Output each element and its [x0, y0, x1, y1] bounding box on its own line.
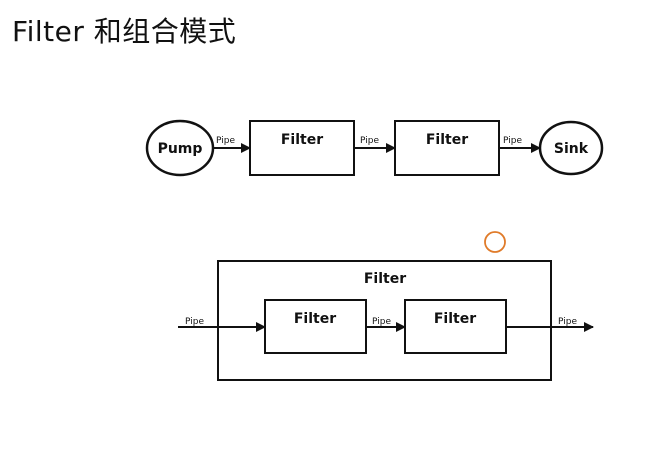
sink-label: Sink — [554, 141, 589, 157]
filter-label-1: Filter — [281, 132, 323, 148]
composite-pipe-label-mid: Pipe — [372, 317, 391, 327]
inner-filter-label-2: Filter — [434, 311, 476, 327]
diagram-composite: Filter Pipe Filter Pipe Filter Pipe — [178, 260, 594, 381]
outer-filter-label: Filter — [364, 271, 406, 287]
pipe-label-1: Pipe — [216, 136, 235, 146]
pipe-label-3: Pipe — [503, 136, 522, 146]
composite-pipe-label-in: Pipe — [185, 317, 204, 327]
cursor-indicator-icon — [484, 231, 506, 253]
filter-box-1 — [249, 120, 355, 176]
inner-filter-box-1 — [264, 299, 367, 354]
filter-box-2 — [394, 120, 500, 176]
sink-node — [538, 120, 604, 176]
composite-pipe-label-out: Pipe — [558, 317, 577, 327]
inner-filter-label-1: Filter — [294, 311, 336, 327]
page-title: Filter 和组合模式 — [12, 15, 237, 48]
pipe-label-2: Pipe — [360, 136, 379, 146]
pump-label: Pump — [158, 141, 203, 157]
diagram-pipeline: Pump Pipe Filter Pipe Filter Pipe Sink — [145, 119, 604, 177]
filter-label-2: Filter — [426, 132, 468, 148]
